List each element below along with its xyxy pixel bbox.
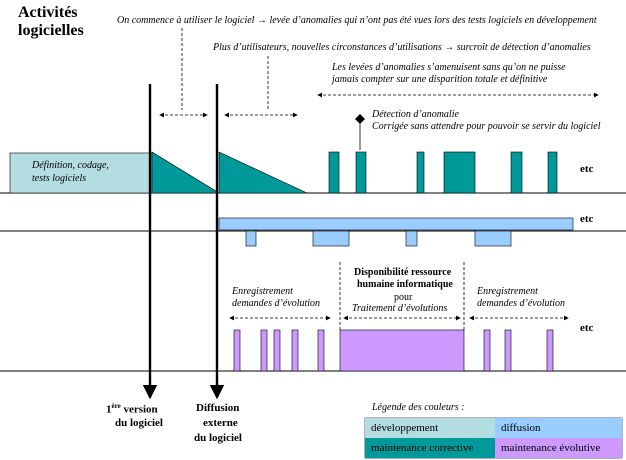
evolutive-bar xyxy=(233,329,241,372)
legend-item-development: développement xyxy=(365,418,495,438)
evolutive-bar xyxy=(483,329,491,372)
corrective-bar xyxy=(355,151,367,194)
corrective-bar xyxy=(416,151,425,194)
legend-item-corrective: maintenance corrective xyxy=(365,438,495,458)
diffusion-block xyxy=(312,230,350,247)
evolutive-bar xyxy=(273,329,281,372)
note-decrease-l2: jamais compter sur une disparition total… xyxy=(332,74,548,85)
enr1-l1: Enregistrement xyxy=(232,286,293,297)
evolutive-block xyxy=(339,329,465,372)
corrective-bar xyxy=(328,151,340,194)
note-first-use: On commence à utiliser le logiciel → lev… xyxy=(117,15,597,26)
diffusion-block xyxy=(245,230,257,247)
legend-title: Légende des couleurs : xyxy=(372,402,465,413)
diffusion-block xyxy=(405,230,418,247)
evolutive-bar xyxy=(546,329,554,372)
enr1-l2: demandes d’évolution xyxy=(232,298,321,309)
note-detection-l1: Détection d’anomalie xyxy=(372,109,459,120)
dev-label-l1: Définition, codage, xyxy=(32,160,109,171)
note-more-users: Plus d’utilisateurs, nouvelles circonsta… xyxy=(213,42,591,53)
development-bar xyxy=(9,152,153,194)
dispo-traitement: Traitement d’évolutions xyxy=(352,303,448,314)
legend-item-label: développement xyxy=(371,422,439,434)
milestone-first-version-label: 1ère version xyxy=(106,402,158,416)
milestone-diffusion-l3: du logiciel xyxy=(194,432,242,444)
etc-label-diffusion: etc xyxy=(580,213,594,225)
corrective-wedge-1 xyxy=(151,151,221,194)
legend-item-label: diffusion xyxy=(501,422,541,434)
legend-item-evolutive: maintenance évolutive xyxy=(495,438,622,458)
evolutive-bar xyxy=(317,329,325,372)
corrective-bar xyxy=(443,151,476,194)
dispo-l1: Disponibilité ressource xyxy=(354,267,452,278)
etc-label-corrective: etc xyxy=(580,163,594,175)
milestone-diffusion-l2: externe xyxy=(203,417,238,429)
evolutive-bar xyxy=(260,329,268,372)
diffusion-block xyxy=(474,230,512,247)
corrective-bar xyxy=(547,151,558,194)
note-decrease-l1: Les levées d’anomalies s’amenuisent sans… xyxy=(332,62,566,73)
legend-item-label: maintenance corrective xyxy=(371,442,474,454)
milestone-first-version-label-l2: du logiciel xyxy=(115,417,163,429)
corrective-wedge-2 xyxy=(218,151,308,194)
evolutive-bar xyxy=(291,329,299,372)
legend-item-label: maintenance évolutive xyxy=(501,442,601,454)
evolutive-bar xyxy=(504,329,512,372)
enr2-l2: demandes d’évolution xyxy=(477,298,566,309)
dispo-pour: pour xyxy=(394,292,413,303)
legend-item-diffusion: diffusion xyxy=(495,418,622,438)
enr2-l1: Enregistrement xyxy=(477,286,538,297)
dev-label-l2: tests logiciels xyxy=(32,173,87,184)
dispo-l2: humaine informatique xyxy=(357,279,453,290)
milestone-diffusion-l1: Diffusion xyxy=(196,402,240,414)
corrective-bar xyxy=(510,151,523,194)
note-detection-l2: Corrigée sans attendre pour pouvoir se s… xyxy=(372,121,601,132)
diffusion-bar xyxy=(218,217,574,231)
page-title: Activités logicielles xyxy=(18,4,84,40)
etc-label-evolutive: etc xyxy=(580,322,594,334)
